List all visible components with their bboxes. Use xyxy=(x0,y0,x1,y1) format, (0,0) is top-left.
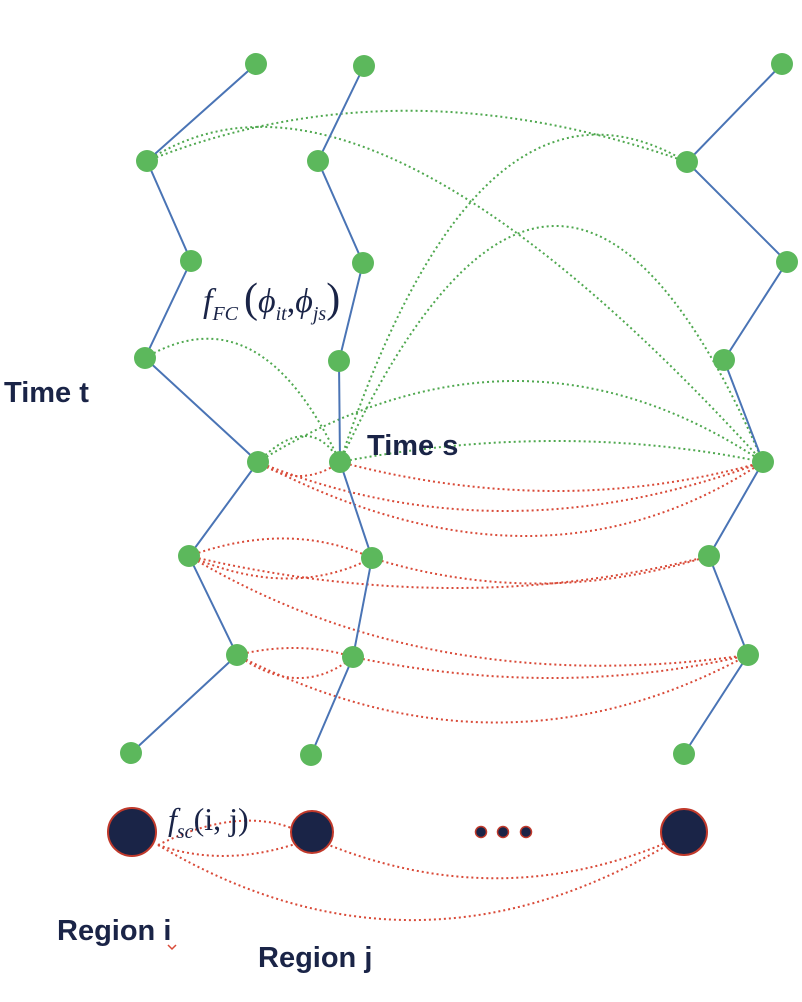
sc-edge xyxy=(236,654,354,679)
sc-edge xyxy=(157,834,685,922)
time-point-node xyxy=(776,251,798,273)
time-point-node xyxy=(698,545,720,567)
time-point-node xyxy=(247,451,269,473)
ellipsis-dot xyxy=(519,825,533,839)
time-series-line xyxy=(683,63,789,755)
formula-fc: fFC(ϕit,ϕjs) xyxy=(203,276,340,325)
structural-connectivity-edges xyxy=(157,461,764,922)
time-point-node xyxy=(120,742,142,764)
fc-edge xyxy=(146,109,688,163)
spellcheck-caret xyxy=(167,944,177,951)
time-point-node xyxy=(136,150,158,172)
time-point-node xyxy=(361,547,383,569)
sc-edge xyxy=(236,646,354,658)
fc-edge xyxy=(257,380,764,463)
sc-edge xyxy=(311,834,685,880)
time-point-node xyxy=(328,350,350,372)
ellipsis-dot xyxy=(496,825,510,839)
sc-edge xyxy=(188,555,373,580)
sc-edge xyxy=(157,837,313,857)
sc-edge xyxy=(188,555,710,589)
time-point-node xyxy=(178,545,200,567)
time-point-node xyxy=(226,644,248,666)
label-time-s: Time s xyxy=(367,430,458,462)
label-region-j: Region j xyxy=(258,942,372,974)
sc-edge xyxy=(188,537,373,559)
time-point-node xyxy=(329,451,351,473)
time-point-node xyxy=(353,55,375,77)
region-node xyxy=(660,808,708,856)
time-point-node xyxy=(352,252,374,274)
ellipsis-dot xyxy=(474,825,488,839)
time-point-node xyxy=(180,250,202,272)
time-series-chains xyxy=(130,63,789,756)
time-point-node xyxy=(752,451,774,473)
sc-edge xyxy=(339,461,764,492)
time-point-node xyxy=(245,53,267,75)
time-point-node xyxy=(307,150,329,172)
sc-edge xyxy=(236,654,749,724)
sc-edge xyxy=(188,555,749,667)
sc-edge xyxy=(352,654,749,679)
fc-edge xyxy=(339,225,764,463)
time-point-node xyxy=(713,349,735,371)
fc-edge xyxy=(257,435,341,463)
time-point-node xyxy=(300,744,322,766)
region-node xyxy=(107,807,157,857)
ellipsis-dots xyxy=(474,825,533,839)
fc-edge xyxy=(339,133,688,463)
time-point-nodes xyxy=(120,53,798,766)
time-point-node xyxy=(342,646,364,668)
label-time-t: Time t xyxy=(4,377,89,409)
region-node xyxy=(290,810,334,854)
time-point-node xyxy=(673,743,695,765)
time-point-node xyxy=(676,151,698,173)
fc-edge xyxy=(146,125,764,463)
region-nodes xyxy=(107,807,708,857)
functional-connectivity-edges xyxy=(144,109,764,463)
sc-edge xyxy=(371,555,710,585)
time-series-line xyxy=(310,65,374,756)
formula-sc: fsc(i, j) xyxy=(168,801,249,843)
time-series-line xyxy=(130,63,260,754)
time-point-node xyxy=(134,347,156,369)
time-point-node xyxy=(771,53,793,75)
label-region-i: Region i xyxy=(57,915,171,947)
sc-edge xyxy=(257,461,764,512)
sc-edge xyxy=(257,461,764,537)
fc-edge xyxy=(144,337,341,463)
time-point-node xyxy=(737,644,759,666)
sc-edge xyxy=(257,461,341,477)
